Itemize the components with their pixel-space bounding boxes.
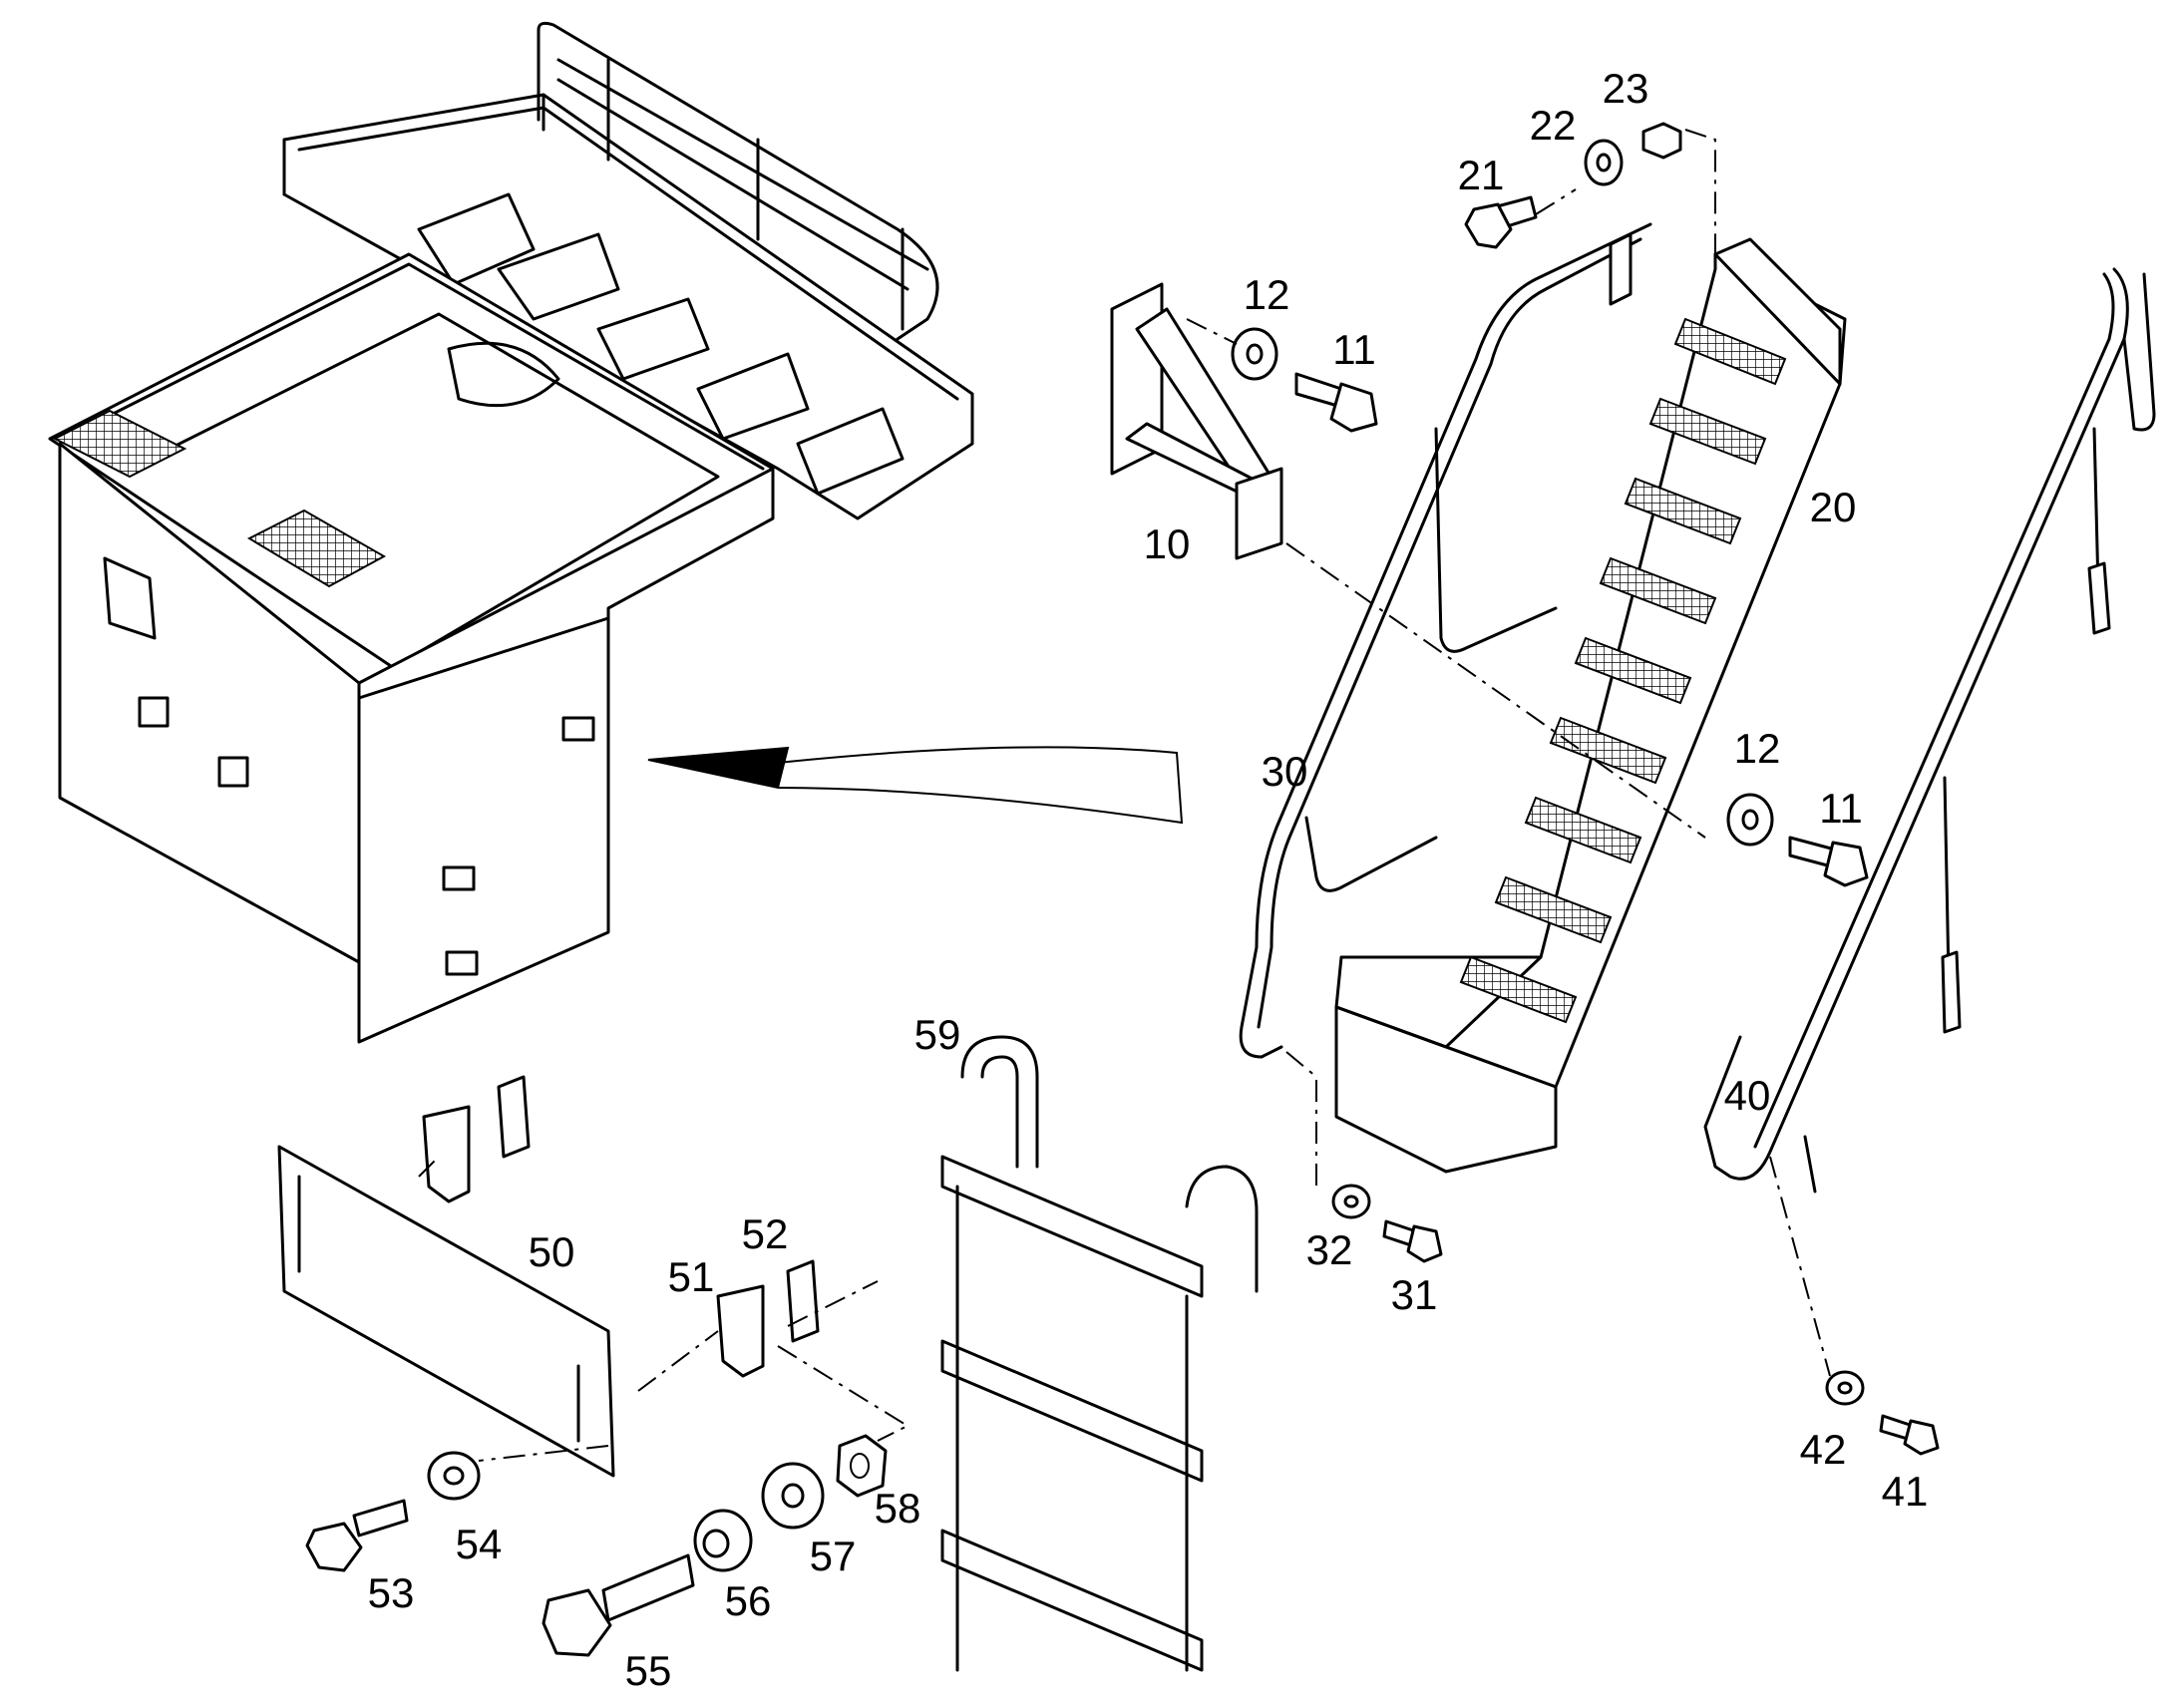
callout-58: 58 — [875, 1485, 921, 1532]
callout-11-lower: 11 — [1819, 785, 1863, 832]
callout-42: 42 — [1800, 1426, 1847, 1473]
clamp-upper — [422, 1075, 531, 1203]
ladder — [940, 1035, 1259, 1672]
left-handrail — [1239, 222, 1652, 1059]
support-bracket — [1110, 282, 1283, 560]
bolt-11-upper — [1294, 372, 1378, 433]
callout-23: 23 — [1603, 65, 1649, 112]
callout-40: 40 — [1724, 1072, 1771, 1119]
callout-30: 30 — [1262, 748, 1308, 795]
callout-12-lower: 12 — [1734, 725, 1781, 772]
washer-54 — [427, 1451, 481, 1501]
right-handrail — [1703, 267, 2156, 1194]
bolt-55 — [542, 1553, 695, 1657]
machine-frame-assembly — [48, 21, 974, 1044]
callout-52: 52 — [742, 1210, 789, 1257]
washer-42 — [1825, 1370, 1865, 1406]
callout-51: 51 — [668, 1253, 715, 1300]
spacer-56 — [693, 1509, 753, 1572]
callout-53: 53 — [368, 1569, 415, 1616]
nut-23 — [1641, 122, 1682, 160]
callout-32: 32 — [1306, 1226, 1353, 1273]
callout-22: 22 — [1530, 102, 1577, 149]
assembly-direction-arrow — [647, 746, 1184, 825]
assembly-centerlines — [418, 129, 1831, 1462]
callout-31: 31 — [1391, 1271, 1438, 1318]
washer-57 — [761, 1462, 825, 1530]
washer-22 — [1584, 139, 1624, 186]
callout-56: 56 — [725, 1577, 772, 1624]
bolt-41 — [1879, 1414, 1940, 1456]
callout-20: 20 — [1810, 484, 1857, 530]
staircase — [1334, 237, 1847, 1174]
callout-57: 57 — [810, 1533, 857, 1579]
callout-41: 41 — [1882, 1468, 1929, 1515]
bolt-31 — [1382, 1219, 1443, 1263]
nut-58 — [836, 1434, 888, 1498]
clamp-51 — [716, 1284, 765, 1378]
callout-55: 55 — [625, 1647, 672, 1694]
bolt-11-lower — [1788, 836, 1869, 887]
callout-12-upper: 12 — [1244, 271, 1290, 318]
callout-labels: 10 11 12 11 12 20 21 22 23 30 31 32 40 4… — [368, 65, 1929, 1694]
bolt-21 — [1464, 195, 1538, 249]
callout-54: 54 — [456, 1521, 503, 1567]
washer-32 — [1331, 1184, 1371, 1219]
clamp-52 — [786, 1259, 820, 1343]
callout-10: 10 — [1144, 520, 1191, 567]
washer-12-lower — [1726, 793, 1774, 847]
callout-11-upper: 11 — [1332, 326, 1376, 373]
callout-59: 59 — [914, 1011, 961, 1058]
mounting-plate — [277, 1145, 615, 1478]
washer-12-upper — [1231, 327, 1278, 381]
callout-21: 21 — [1458, 152, 1505, 198]
bolt-53 — [305, 1499, 409, 1572]
callout-50: 50 — [529, 1228, 575, 1275]
